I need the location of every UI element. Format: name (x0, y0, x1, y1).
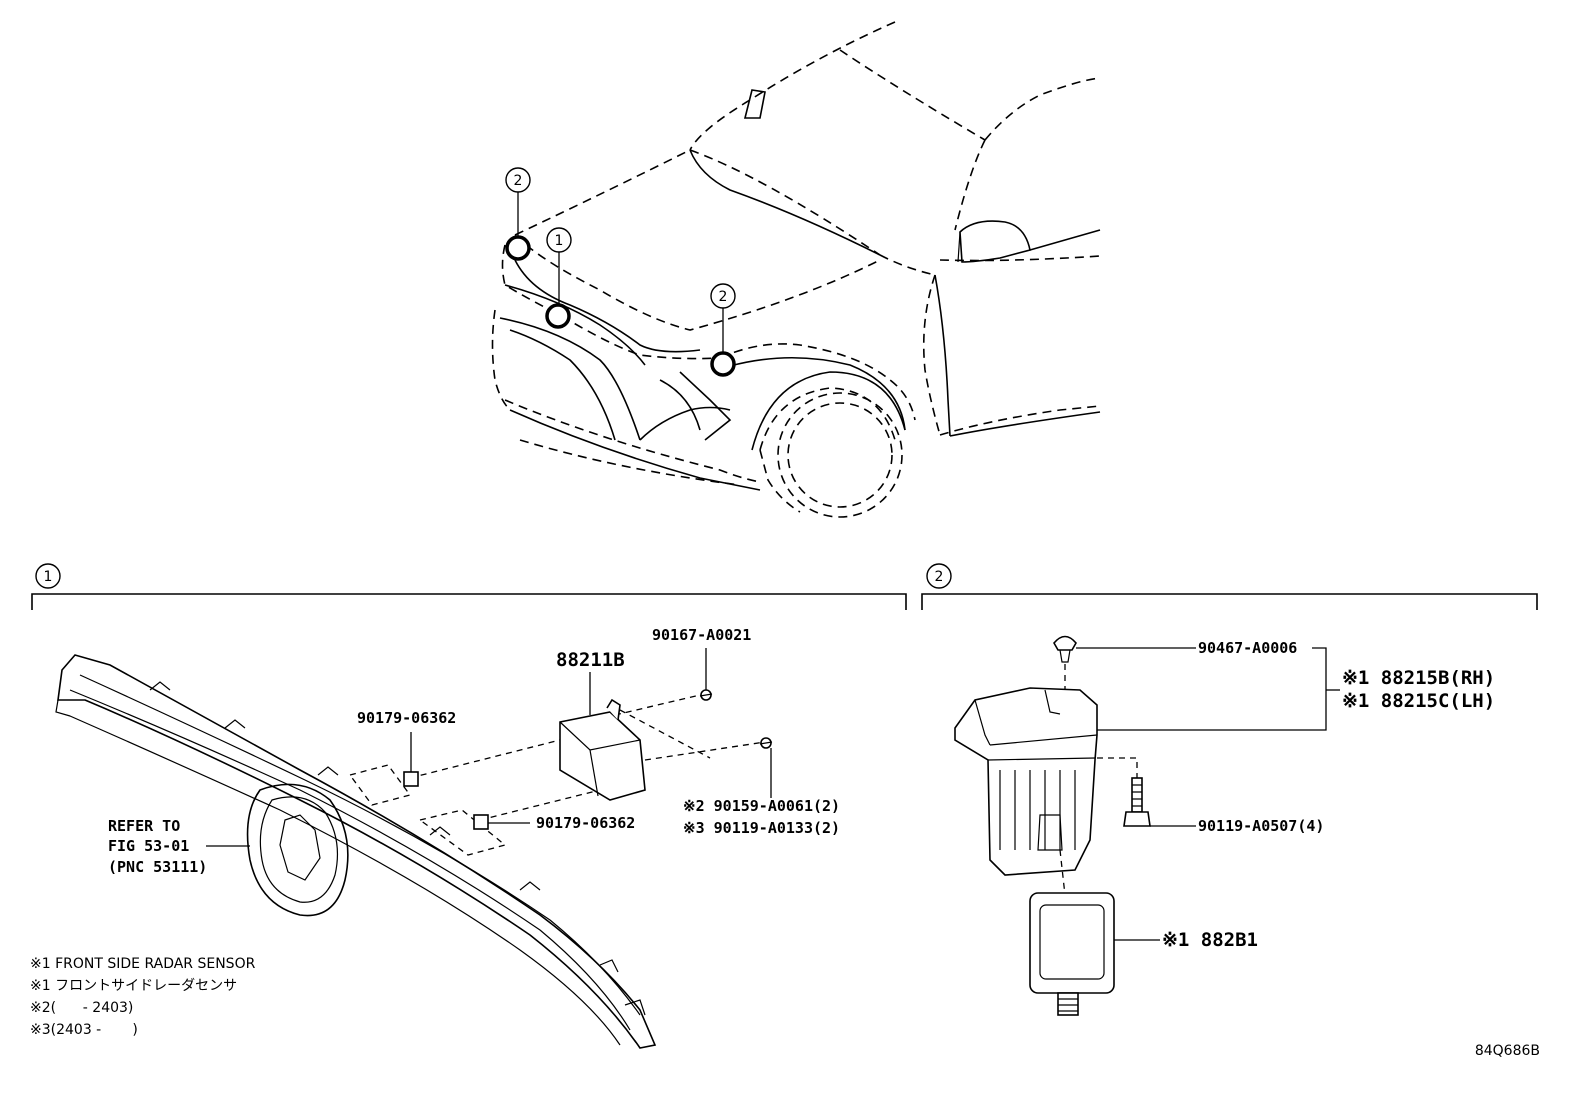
part-label-88215c-lh: ※1 88215C(LH) (1342, 690, 1495, 712)
section-two: 2 (921, 563, 1538, 1016)
nut-left[interactable] (403, 771, 419, 787)
part-label-90179-06362-bottom: 90179-06362 (536, 814, 635, 832)
callout-2-right-label: 2 (719, 289, 728, 305)
nut-bottom[interactable] (473, 814, 489, 830)
sensor-location-markers: 2 1 2 (505, 167, 736, 377)
part-label-90167-a0021: 90167-A0021 (652, 626, 751, 644)
part-label-90159-a0061: ※2 90159-A0061(2) (683, 797, 840, 815)
callout-1[interactable] (546, 227, 572, 253)
section-one-bracket (31, 593, 907, 610)
part-label-90119-a0133: ※3 90119-A0133(2) (683, 819, 840, 837)
section-one: 1 (30, 563, 907, 1049)
refer-to-line-1: REFER TO (108, 817, 180, 835)
part-label-88215b-rh: ※1 88215B(RH) (1342, 667, 1495, 689)
part-label-90467-a0006: 90467-A0006 (1198, 639, 1297, 657)
part-label-88211b: 88211B (556, 649, 625, 671)
section-two-marker[interactable] (926, 563, 952, 589)
section-one-marker[interactable] (35, 563, 61, 589)
note-line-4: ※3(2403 - ) (30, 1022, 138, 1038)
section-two-bracket (921, 593, 1538, 610)
diagram-code: 84Q686B (1475, 1043, 1540, 1059)
bolt-right[interactable] (759, 737, 773, 749)
callout-2-left-label: 2 (514, 173, 523, 189)
callout-1-label: 1 (555, 233, 564, 249)
note-line-1: ※1 FRONT SIDE RADAR SENSOR (30, 956, 256, 972)
section-two-marker-label: 2 (935, 569, 944, 585)
part-label-90119-a0507: 90119-A0507(4) (1198, 817, 1324, 835)
car-illustration (491, 21, 1101, 518)
front-grille-panel[interactable] (55, 654, 657, 1049)
callout-2-left[interactable] (505, 167, 531, 193)
location-marker-left[interactable] (505, 235, 531, 261)
note-line-3: ※2( - 2403) (30, 1000, 133, 1016)
part-label-90179-06362-left: 90179-06362 (357, 709, 456, 727)
part-label-882b1: ※1 882B1 (1162, 929, 1258, 951)
sensor-882b1[interactable] (1029, 892, 1115, 1016)
radar-sensor-88211b[interactable] (559, 698, 646, 801)
note-line-2: ※1 フロントサイドレーダセンサ (30, 978, 237, 994)
refer-to-line-2: FIG 53-01 (108, 837, 189, 855)
section-one-marker-label: 1 (44, 569, 53, 585)
screw-top[interactable] (699, 689, 713, 701)
clip-90467-a0006[interactable] (1053, 635, 1077, 663)
location-marker-right[interactable] (710, 351, 736, 377)
location-marker-center[interactable] (545, 303, 571, 329)
sensor-bracket[interactable] (954, 687, 1098, 876)
refer-to-line-3: (PNC 53111) (108, 858, 207, 876)
bolt-90119-a0507[interactable] (1123, 777, 1151, 827)
callout-2-right[interactable] (710, 283, 736, 309)
